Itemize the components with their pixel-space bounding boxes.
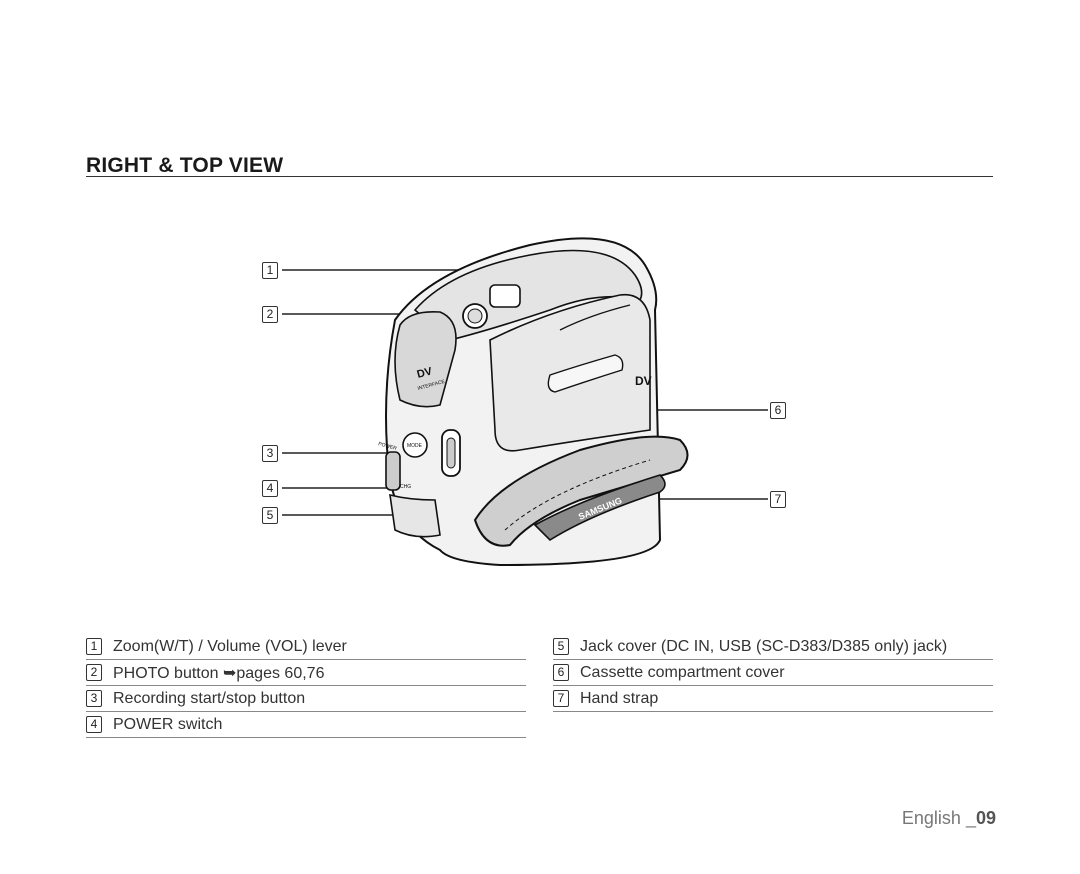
legend-item: 7 Hand strap [553,686,993,712]
legend-number: 1 [86,638,102,655]
legend-item: 5 Jack cover (DC IN, USB (SC-D383/D385 o… [553,634,993,660]
legend-number: 7 [553,690,569,707]
power-switch [385,451,401,491]
power-label: POWER [377,441,397,452]
callout-1: 1 [262,262,278,279]
legend-number: 4 [86,716,102,733]
callout-7: 7 [770,491,786,508]
title-divider [86,176,993,177]
legend-number: 3 [86,690,102,707]
front-panel [394,310,457,408]
legend-item: 3 Recording start/stop button [86,686,526,712]
zoom-lever [489,284,521,308]
legend-left: 1 Zoom(W/T) / Volume (VOL) lever 2 PHOTO… [86,634,526,738]
callout-2: 2 [262,306,278,323]
legend-text: PHOTO button ➥pages 60,76 [113,664,325,682]
legend-number: 6 [553,664,569,681]
legend-text: POWER switch [113,715,223,733]
callout-5: 5 [262,507,278,524]
hand-strap [473,435,689,547]
legend-item: 2 PHOTO button ➥pages 60,76 [86,660,526,686]
dv-label: DV [416,365,435,381]
mode-button [402,432,428,458]
legend-text: Hand strap [580,689,659,707]
camcorder-drawing: DV INTERFACE MODE POWER CHG DV SAMSUNG [282,237,768,567]
legend-item: 6 Cassette compartment cover [553,660,993,686]
mode-label: MODE [407,443,423,449]
legend-text: Recording start/stop button [113,689,306,707]
page-number: 09 [975,808,996,828]
legend-text: Cassette compartment cover [580,663,785,681]
page-footer: English _09 [902,808,996,829]
section-title: RIGHT & TOP VIEW [86,154,284,177]
chg-label: CHG [400,484,411,490]
callout-4: 4 [262,480,278,497]
legend-item: 4 POWER switch [86,712,526,738]
minidv-logo: DV [635,374,652,388]
callout-6: 6 [770,402,786,419]
callout-3: 3 [262,445,278,462]
legend-item: 1 Zoom(W/T) / Volume (VOL) lever [86,634,526,660]
camcorder-illustration: DV INTERFACE MODE POWER CHG DV SAMSUNG 1… [250,230,810,580]
legend-number: 5 [553,638,569,655]
legend-text: Zoom(W/T) / Volume (VOL) lever [113,637,347,655]
legend-right: 5 Jack cover (DC IN, USB (SC-D383/D385 o… [553,634,993,712]
legend-text: Jack cover (DC IN, USB (SC-D383/D385 onl… [580,637,948,655]
footer-language: English _ [901,808,976,828]
legend-number: 2 [86,664,102,681]
jack-cover [389,493,441,538]
